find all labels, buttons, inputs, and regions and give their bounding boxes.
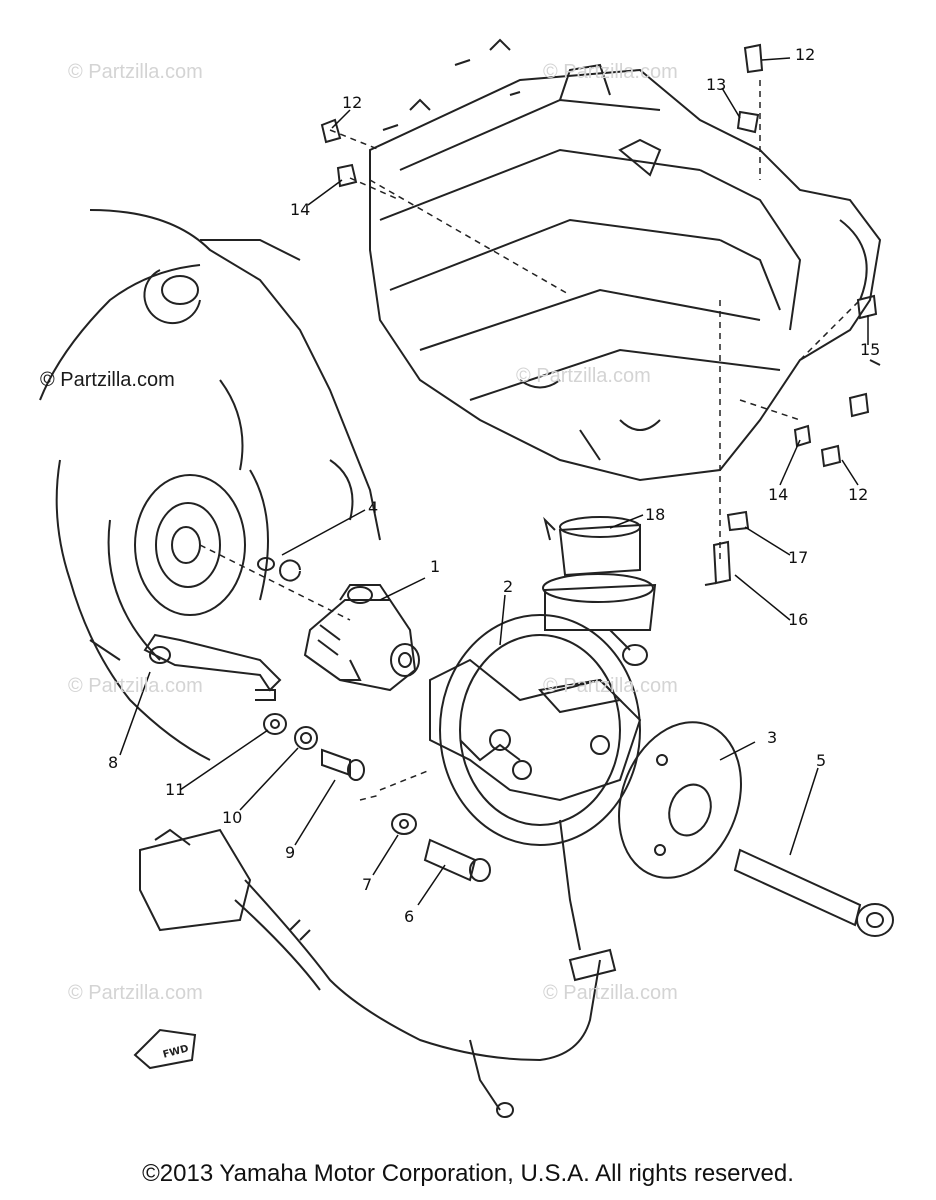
part-label-4: 4 [368, 498, 378, 517]
clip-parts [320, 43, 878, 586]
part-label-12a: 12 [795, 45, 815, 64]
part-label-17: 17 [788, 548, 808, 567]
part-label-12c: 12 [848, 485, 868, 504]
part-1-assembly [303, 584, 420, 692]
engine-block-drawing [369, 38, 882, 482]
watermark: © Partzilla.com [543, 675, 678, 697]
part-7-washer [391, 813, 417, 835]
part-label-12b: 12 [342, 93, 362, 112]
engine-reference-lines [329, 80, 861, 560]
part-label-18: 18 [645, 505, 665, 524]
part-label-16: 16 [788, 610, 808, 629]
crankcase-drawing [39, 209, 381, 761]
part-2-stator [359, 614, 642, 846]
fwd-mark: FWD [162, 1043, 190, 1060]
part-label-6: 6 [404, 907, 414, 926]
watermark: © Partzilla.com [543, 61, 678, 83]
watermark: © Partzilla.com [68, 61, 203, 83]
part-label-10: 10 [222, 808, 242, 827]
part-label-13: 13 [706, 75, 726, 94]
watermark: © Partzilla.com [68, 675, 203, 697]
part-5-bolt [733, 848, 894, 937]
part-label-5: 5 [816, 751, 826, 770]
watermarks: © Partzilla.com © Partzilla.com © Partzi… [40, 61, 678, 1004]
part-9-screw [321, 748, 365, 781]
part-3-rotor [618, 721, 742, 879]
copyright-notice: ©2013 Yamaha Motor Corporation, U.S.A. A… [142, 1160, 794, 1187]
part-label-9: 9 [285, 843, 295, 862]
part-label-7: 7 [362, 875, 372, 894]
part-11-washer [263, 713, 287, 735]
part-18-vacuum-unit [542, 516, 657, 666]
part-label-2: 2 [503, 577, 513, 596]
watermark: © Partzilla.com [68, 982, 203, 1004]
part-label-15: 15 [860, 340, 880, 359]
part-label-14a: 14 [290, 200, 310, 219]
leader-lines [119, 57, 869, 906]
part-label-14b: 14 [768, 485, 788, 504]
part-label-1: 1 [430, 557, 440, 576]
forward-arrow: FWD [133, 1028, 197, 1070]
watermark: © Partzilla.com [516, 365, 651, 387]
part-6-bolt [423, 838, 491, 882]
part-label-8: 8 [108, 753, 118, 772]
part-label-11: 11 [165, 780, 185, 799]
part-number-labels: 1 2 3 4 5 6 7 8 9 10 11 12 12 12 13 14 1… [108, 45, 880, 926]
wiring-harness [139, 819, 617, 1118]
watermark: © Partzilla.com [40, 369, 175, 391]
watermark: © Partzilla.com [543, 982, 678, 1004]
part-8-bracket [143, 633, 282, 701]
part-4-pin [199, 544, 351, 621]
part-10-washer [294, 726, 318, 750]
part-label-3: 3 [767, 728, 777, 747]
